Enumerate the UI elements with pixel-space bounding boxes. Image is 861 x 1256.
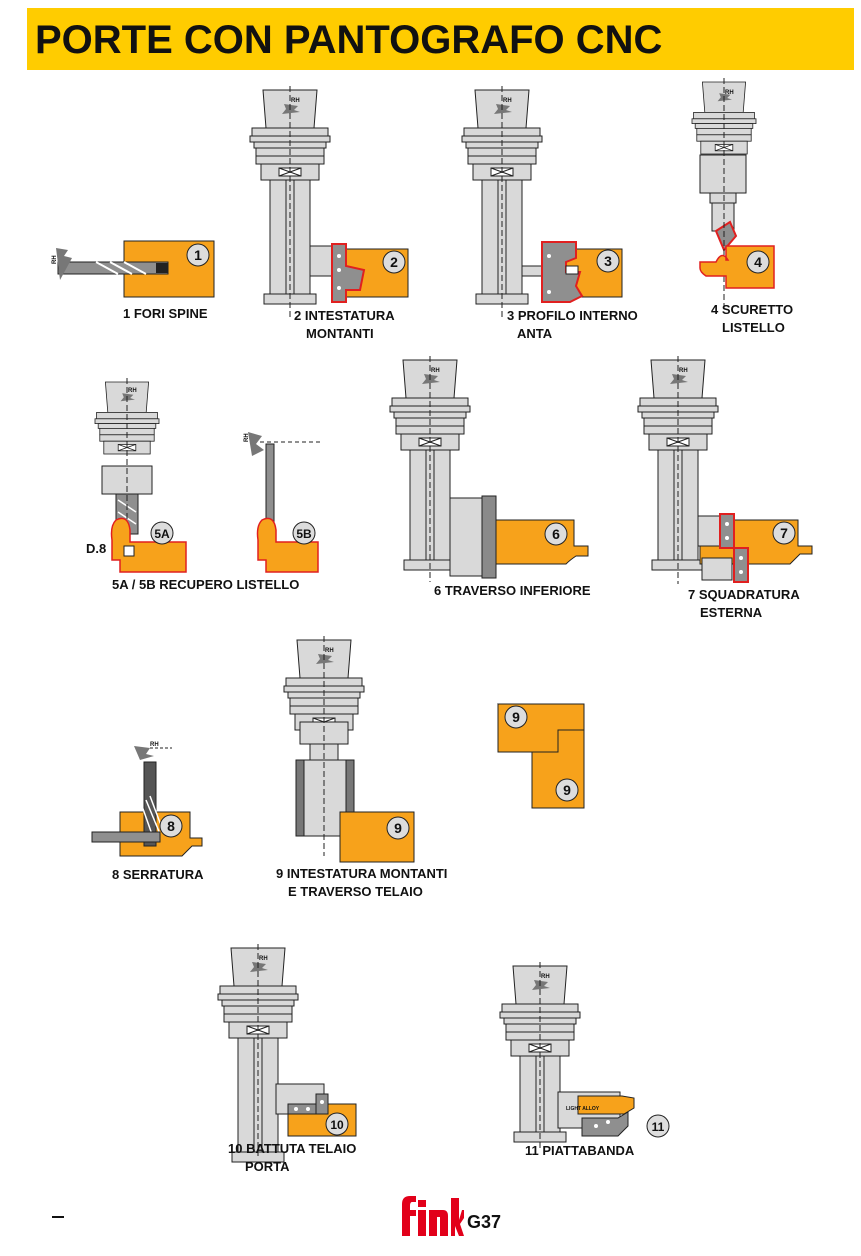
op5b-drawing <box>248 432 322 573</box>
svg-text:10: 10 <box>330 1118 344 1132</box>
page-number: G37 <box>467 1212 502 1232</box>
op4-drawing <box>691 78 775 306</box>
rh-mark: RH <box>503 98 512 104</box>
rh-mark: RH <box>128 388 137 394</box>
caption-op1: 1 FORI SPINE <box>123 306 208 321</box>
svg-text:5A: 5A <box>154 527 170 541</box>
badge-11: 11 <box>646 1114 670 1138</box>
rh-mark: RH <box>52 255 58 264</box>
caption-op2-line1: 2 INTESTATURA <box>294 308 395 323</box>
rh-mark: RH <box>325 648 334 654</box>
page-title: PORTE CON PANTOGRAFO CNC <box>35 18 663 62</box>
badge-7: 7 <box>772 521 796 545</box>
svg-text:2: 2 <box>390 254 398 270</box>
caption-op3-line1: 3 PROFILO INTERNO <box>507 308 638 323</box>
caption-op8: 8 SERRATURA <box>112 867 204 882</box>
drill-diameter-note: D.8 <box>86 541 107 556</box>
insert-text: LIGHT ALLOY <box>566 1106 600 1112</box>
badge-9-detail-top: 9 <box>504 705 528 729</box>
rh-mark: RH <box>679 368 688 374</box>
svg-text:9: 9 <box>394 820 402 836</box>
fink-logo <box>402 1196 464 1236</box>
op6-drawing <box>389 356 589 582</box>
op3-drawing <box>461 86 623 318</box>
svg-text:8: 8 <box>167 818 175 834</box>
caption-op9-line1: 9 INTESTATURA MONTANTI <box>276 866 448 881</box>
svg-text:6: 6 <box>552 526 560 542</box>
badge-5b: 5B <box>292 521 316 545</box>
caption-op2-line2: MONTANTI <box>306 326 374 341</box>
rh-mark: RH <box>291 98 300 104</box>
caption-op7-line1: 7 SQUADRATURA <box>688 587 800 602</box>
caption-op4-line1: 4 SCURETTO <box>711 302 794 317</box>
svg-text:11: 11 <box>652 1120 665 1134</box>
badge-3: 3 <box>596 249 620 273</box>
op11-drawing: LIGHT ALLOY <box>499 962 635 1150</box>
op1-drawing <box>56 240 215 298</box>
footer-mark <box>52 1216 64 1218</box>
caption-op6: 6 TRAVERSO INFERIORE <box>434 583 591 598</box>
caption-op4-line2: LISTELLO <box>722 320 785 335</box>
rh-marks: RH RH RH RH RH RH RH RH RH RH RH RH <box>52 90 734 980</box>
svg-text:5B: 5B <box>296 527 312 541</box>
caption-op11: 11 PIATTABANDA <box>525 1143 635 1158</box>
caption-op5: 5A / 5B RECUPERO LISTELLO <box>112 577 300 592</box>
caption-op3-line2: ANTA <box>517 326 553 341</box>
badge-10: 10 <box>325 1112 349 1136</box>
rh-mark: RH <box>244 433 250 442</box>
caption-op10-line1: 10 BATTUTA TELAIO <box>228 1141 357 1156</box>
op8-drawing <box>91 746 203 857</box>
badge-4: 4 <box>746 250 770 274</box>
caption-op10-line2: PORTA <box>245 1159 290 1174</box>
caption-op9-line2: E TRAVERSO TELAIO <box>288 884 423 899</box>
op5a-drawing <box>94 378 187 573</box>
badge-6: 6 <box>544 522 568 546</box>
rh-mark: RH <box>541 974 550 980</box>
rh-mark: RH <box>431 368 440 374</box>
op2-drawing <box>249 86 409 318</box>
badge-9: 9 <box>386 816 410 840</box>
op7-drawing <box>637 356 813 584</box>
caption-op7-line2: ESTERNA <box>700 605 763 620</box>
badge-9-detail-bottom: 9 <box>555 778 579 802</box>
rh-mark: RH <box>259 956 268 962</box>
svg-text:1: 1 <box>194 247 202 263</box>
svg-text:3: 3 <box>604 253 612 269</box>
badge-1: 1 <box>186 243 210 267</box>
badge-8: 8 <box>159 814 183 838</box>
svg-text:9: 9 <box>563 782 571 798</box>
badge-5a: 5A <box>150 521 174 545</box>
rh-mark: RH <box>150 742 159 748</box>
svg-text:4: 4 <box>754 254 762 270</box>
badge-2: 2 <box>382 250 406 274</box>
svg-text:9: 9 <box>512 709 520 725</box>
svg-text:7: 7 <box>780 525 788 541</box>
rh-mark: RH <box>725 90 734 96</box>
title-banner: PORTE CON PANTOGRAFO CNC <box>27 8 854 70</box>
